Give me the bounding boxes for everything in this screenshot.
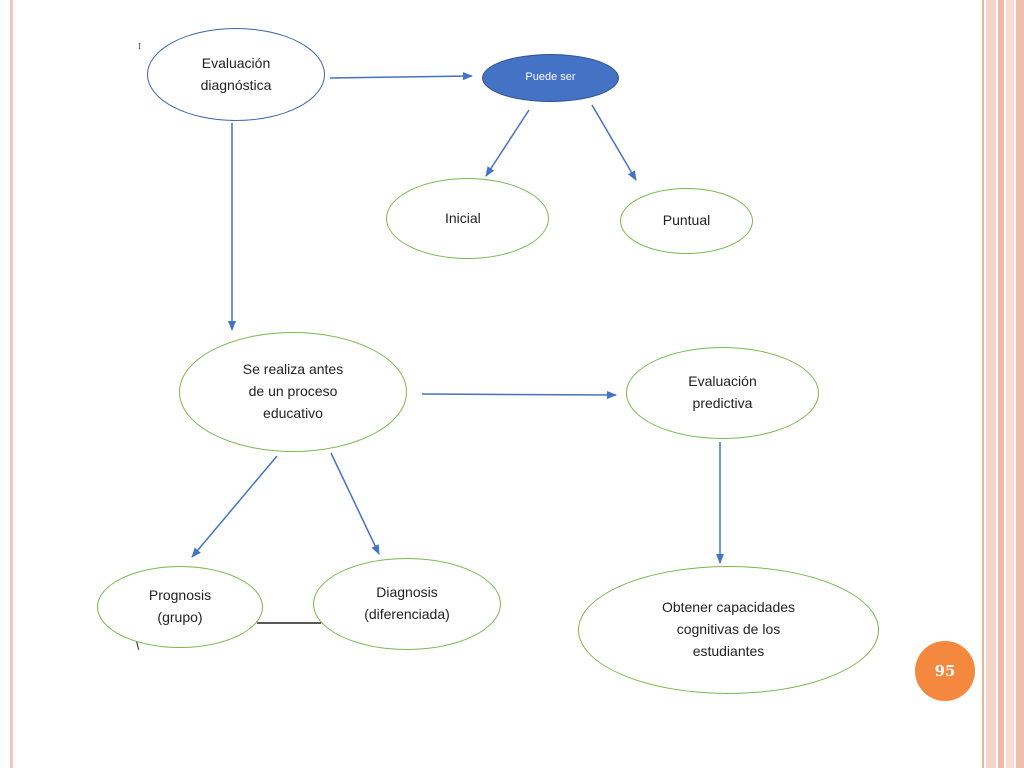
- frame-stripe: [982, 0, 984, 768]
- node-label: Inicial: [445, 209, 481, 226]
- node-label: Evaluación predictiva: [688, 373, 757, 411]
- frame-right-border: [976, 0, 1024, 768]
- edge-antes-to-diagnosis: [330, 452, 380, 555]
- page-number: 95: [934, 662, 956, 680]
- node-puede-ser: Puede ser: [482, 54, 619, 102]
- frame-stripe: [1006, 0, 1014, 768]
- frame-stripe: [1016, 0, 1024, 768]
- edge-antes-to-predictiva: [421, 390, 617, 399]
- edge-puede-to-inicial: [485, 109, 530, 177]
- node-obtener-capacidades: Obtener capacidades cognitivas de los es…: [578, 566, 879, 694]
- edge-eval-to-puede: [329, 72, 473, 81]
- node-label: Prognosis (grupo): [148, 587, 212, 625]
- node-label: Diagnosis (diferenciada): [364, 584, 450, 622]
- node-diagnosis: Diagnosis (diferenciada): [313, 558, 501, 650]
- node-label: Se realiza antes de un proceso educativo: [242, 361, 344, 421]
- node-prognosis: Prognosis (grupo): [97, 566, 263, 648]
- node-label: Puede ser: [525, 71, 576, 84]
- edge-puede-to-puntual: [591, 104, 637, 181]
- frame-stripe: [998, 0, 1004, 768]
- stray-mark: I: [138, 42, 142, 51]
- node-label: Obtener capacidades cognitivas de los es…: [661, 599, 796, 659]
- page-number-badge: 95: [915, 641, 975, 701]
- node-evaluacion-diagnostica: Evaluación diagnóstica: [147, 28, 325, 121]
- node-se-realiza-antes: Se realiza antes de un proceso educativo: [179, 332, 407, 452]
- node-evaluacion-predictiva: Evaluación predictiva: [626, 347, 819, 439]
- frame-left-border: [10, 0, 13, 768]
- edge-antes-to-prognosis: [191, 455, 278, 558]
- node-puntual: Puntual: [620, 188, 753, 254]
- node-label: Puntual: [662, 212, 711, 229]
- frame-stripe: [986, 0, 996, 768]
- node-inicial: Inicial: [386, 178, 549, 259]
- node-label: Evaluación diagnóstica: [200, 54, 272, 93]
